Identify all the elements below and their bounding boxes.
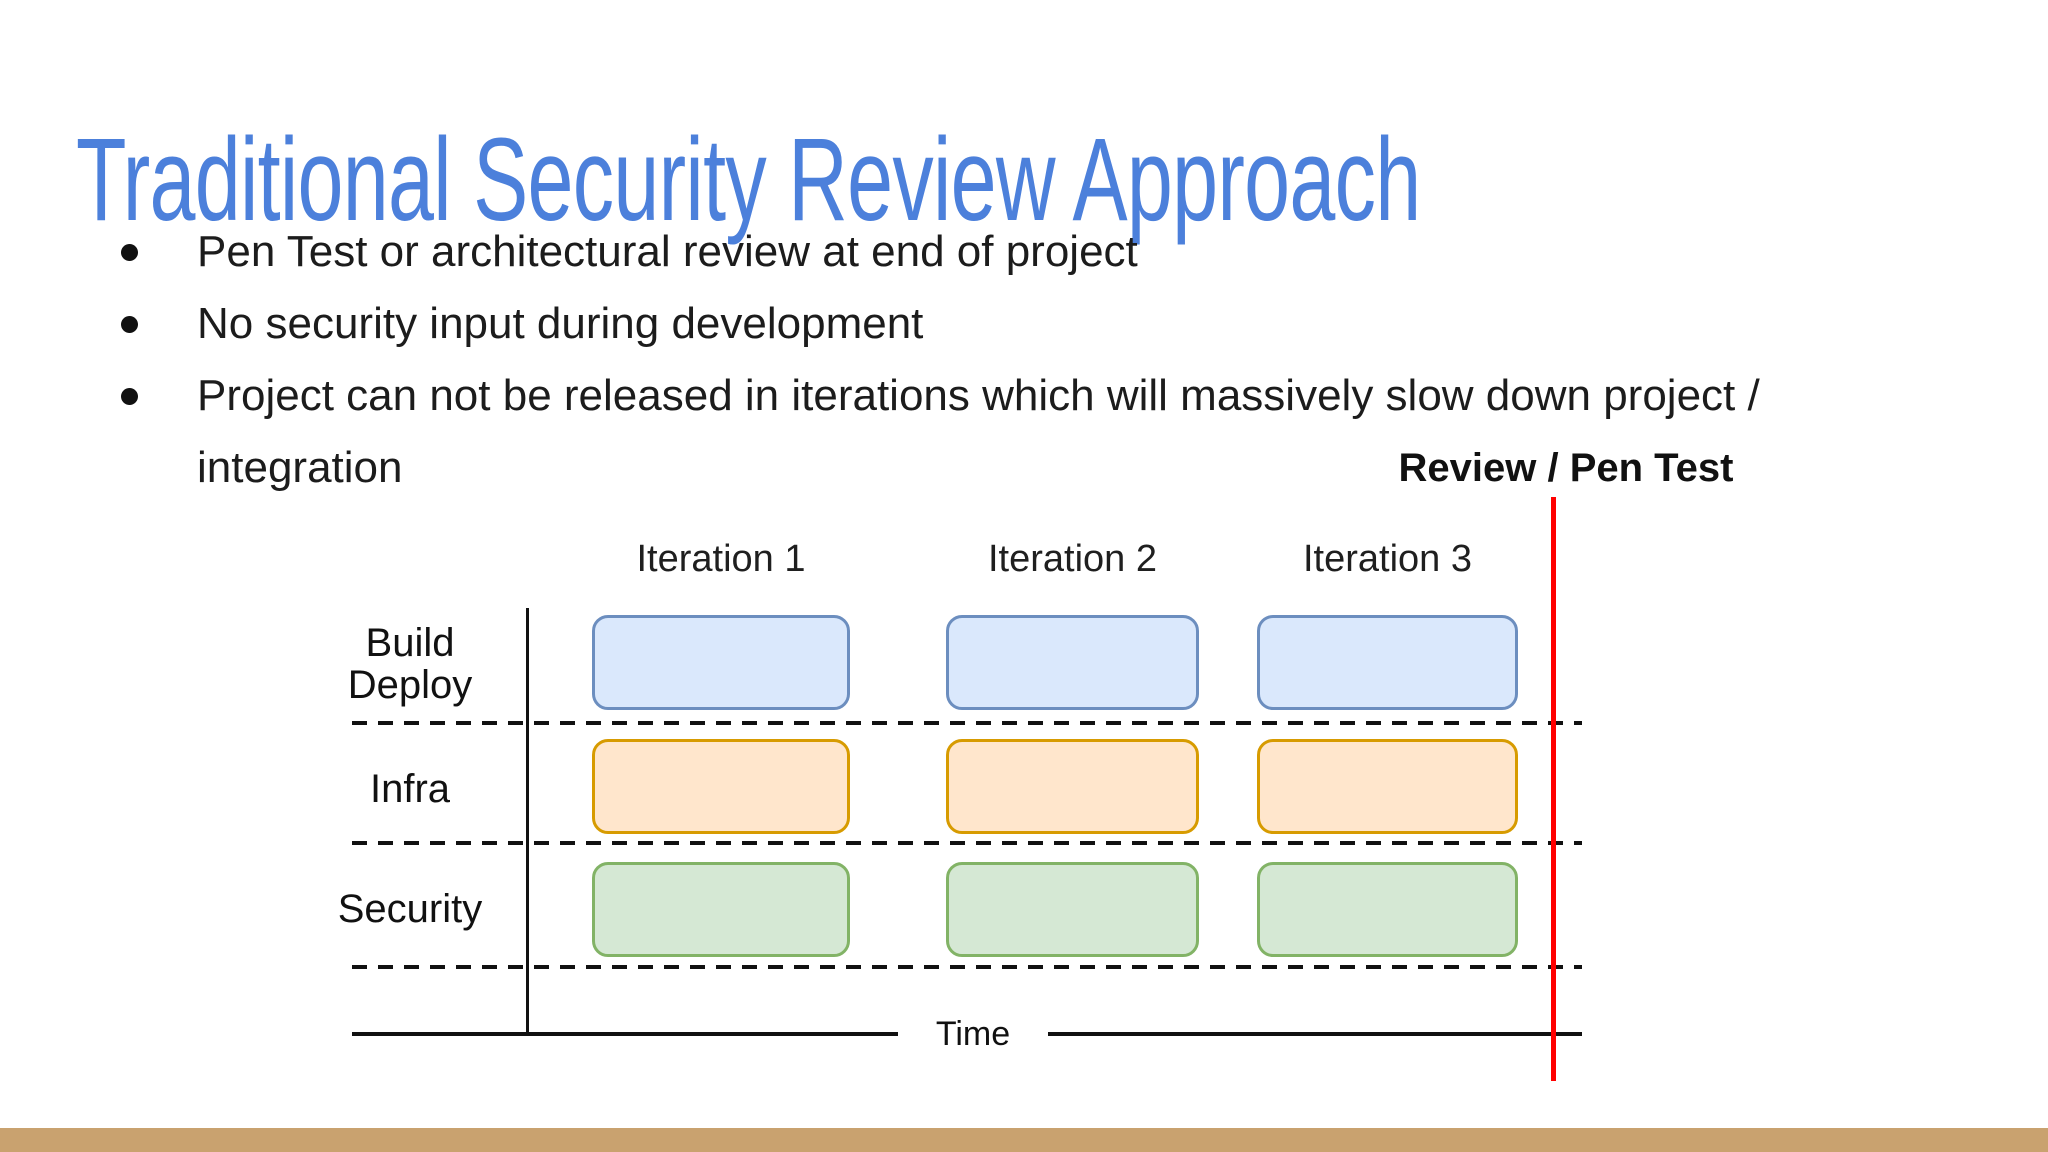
security-box-iteration-3	[1257, 862, 1518, 957]
bullet-item: No security input during development	[0, 288, 1845, 360]
review-milestone-line	[1551, 497, 1556, 1081]
bullet-text: Project can not be released in iteration…	[197, 371, 1760, 492]
slide-title: Traditional Security Review Approach	[76, 114, 1421, 247]
vertical-axis-line	[526, 608, 529, 1034]
row-label-security: Security	[322, 888, 498, 930]
column-header-iteration-3: Iteration 3	[1303, 538, 1472, 580]
row-divider-dashed-line	[352, 841, 1582, 845]
slide-footer-bar	[0, 1128, 2048, 1152]
column-header-iteration-1: Iteration 1	[636, 538, 806, 580]
bullet-list: Pen Test or architectural review at end …	[0, 216, 1845, 504]
security-box-iteration-2	[946, 862, 1199, 957]
time-axis-label: Time	[898, 1013, 1048, 1056]
infra-box-iteration-1	[592, 739, 850, 834]
row-label-line: Build	[365, 621, 455, 665]
build-deploy-box-iteration-2	[946, 615, 1199, 710]
row-label-infra: Infra	[322, 768, 498, 810]
build-deploy-box-iteration-3	[1257, 615, 1518, 710]
bullet-text: Pen Test or architectural review at end …	[197, 227, 1138, 276]
row-label-line: Security	[337, 887, 483, 931]
build-deploy-box-iteration-1	[592, 615, 850, 710]
bullet-item: Project can not be released in iteration…	[0, 360, 1845, 504]
bullet-dot-icon	[121, 388, 138, 405]
row-divider-dashed-line	[352, 721, 1582, 725]
row-label-line: Deploy	[347, 663, 473, 707]
infra-box-iteration-3	[1257, 739, 1518, 834]
review-pen-test-label: Review / Pen Test	[1398, 446, 1734, 490]
bullet-text: No security input during development	[197, 299, 924, 348]
column-header-iteration-2: Iteration 2	[988, 538, 1157, 580]
infra-box-iteration-2	[946, 739, 1199, 834]
security-box-iteration-1	[592, 862, 850, 957]
row-label-build-deploy: Build Deploy	[322, 622, 498, 706]
row-label-line: Infra	[369, 767, 451, 811]
bullet-dot-icon	[121, 316, 138, 333]
row-divider-dashed-line	[352, 965, 1582, 969]
bullet-item: Pen Test or architectural review at end …	[0, 216, 1845, 288]
bullet-dot-icon	[121, 244, 138, 261]
